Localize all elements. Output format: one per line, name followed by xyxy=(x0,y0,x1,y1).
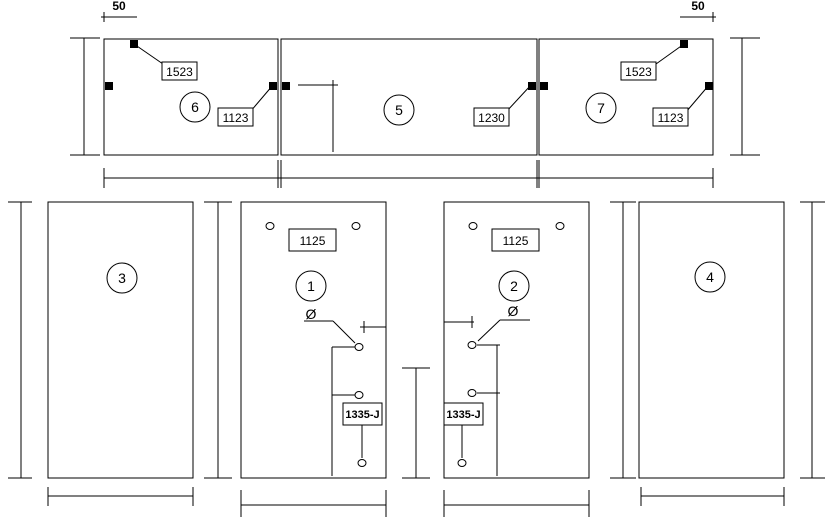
dimension-top-left-vertical xyxy=(70,37,100,156)
diameter-symbol: Ø xyxy=(508,303,519,319)
label-box xyxy=(652,107,689,127)
panel-number-circle xyxy=(106,262,138,294)
square-marker xyxy=(680,40,688,48)
leader-line xyxy=(655,43,685,65)
dimension-panel1-horizontal xyxy=(240,490,387,517)
hole-marker xyxy=(467,389,477,397)
dimension-panel3-horizontal xyxy=(47,487,194,506)
dimension-marker-right xyxy=(680,12,716,22)
panel-1 xyxy=(240,201,387,479)
tag-box xyxy=(342,402,383,426)
panel-number-circle xyxy=(179,91,211,123)
tag-box xyxy=(443,402,484,426)
panel-number-circle xyxy=(295,270,327,302)
hole-marker xyxy=(354,343,364,351)
leader-line xyxy=(505,84,532,113)
panel-number: 6 xyxy=(191,99,199,115)
dimension-marker-left xyxy=(101,12,137,22)
offset-marker xyxy=(298,80,338,152)
edge-offset-marker xyxy=(444,316,474,328)
hole-marker xyxy=(357,459,367,467)
panel-number-circle xyxy=(694,261,726,293)
hole-marker xyxy=(467,341,477,349)
edge-offset-marker xyxy=(360,321,386,333)
label-box xyxy=(217,107,254,127)
square-marker xyxy=(269,82,277,90)
square-marker xyxy=(540,82,548,90)
panel-number: 5 xyxy=(395,102,403,118)
label-text: 1123 xyxy=(658,111,684,125)
label-text: 1230 xyxy=(478,111,505,125)
panel-3 xyxy=(47,201,194,479)
label-text: 1125 xyxy=(300,234,326,248)
panel-number: 1 xyxy=(307,278,315,294)
label-box xyxy=(473,107,510,127)
dimension-top-right-vertical xyxy=(730,37,760,156)
hole-spacing-marker xyxy=(477,344,500,476)
label-box xyxy=(620,61,657,81)
label-text: 1123 xyxy=(223,111,249,125)
hole-marker xyxy=(555,222,565,230)
diameter-leader xyxy=(477,319,530,342)
square-marker xyxy=(528,82,536,90)
dimension-top-row-horizontal xyxy=(103,160,714,188)
label-box xyxy=(491,228,540,252)
label-text: 1125 xyxy=(503,234,529,248)
panel-number: 7 xyxy=(597,100,605,116)
panel-number: 2 xyxy=(510,278,518,294)
hole-marker xyxy=(351,222,361,230)
panel-5 xyxy=(280,38,538,156)
label-box xyxy=(288,228,337,252)
diameter-symbol: Ø xyxy=(306,306,317,322)
label-text: 1523 xyxy=(166,65,193,79)
panel-7 xyxy=(538,38,714,156)
panel-6 xyxy=(103,38,279,156)
panel-4 xyxy=(638,201,785,479)
dimension-panel4-horizontal xyxy=(640,487,785,506)
panel-number: 3 xyxy=(118,270,126,286)
dimension-label-left: 50 xyxy=(112,0,126,13)
panel-number-circle xyxy=(585,92,617,124)
dimension-panel4-vertical xyxy=(610,201,636,479)
dimension-bottom-left-vertical xyxy=(8,201,32,479)
panel-number-circle xyxy=(383,94,415,126)
panel-2 xyxy=(443,201,590,479)
hole-marker xyxy=(354,391,364,399)
leader-line xyxy=(133,43,164,65)
diameter-leader xyxy=(304,320,356,344)
dimension-panel1-vertical xyxy=(204,201,232,479)
tag-text: 1335-J xyxy=(345,409,379,421)
dimension-center-vertical xyxy=(402,367,430,479)
panel-number-circle xyxy=(498,270,530,302)
dimension-label-right: 50 xyxy=(691,0,705,13)
square-marker xyxy=(130,40,138,48)
label-box xyxy=(161,61,198,81)
panel-number: 4 xyxy=(706,269,714,285)
square-marker xyxy=(105,82,113,90)
hole-marker xyxy=(468,222,478,230)
hole-marker xyxy=(265,222,275,230)
hole-marker xyxy=(457,459,467,467)
hole-spacing-marker xyxy=(331,346,355,476)
square-marker xyxy=(282,82,290,90)
dimension-panel2-horizontal xyxy=(443,490,590,517)
square-marker xyxy=(705,82,713,90)
dimension-bottom-right-vertical xyxy=(800,201,825,479)
tag-text: 1335-J xyxy=(446,409,480,421)
label-text: 1523 xyxy=(625,65,652,79)
